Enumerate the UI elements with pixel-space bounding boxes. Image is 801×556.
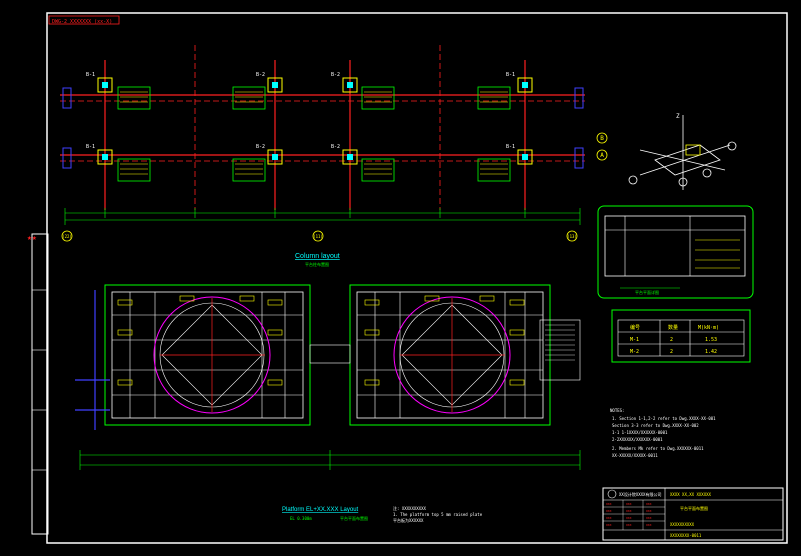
- svg-text:XXX: XXX: [626, 502, 632, 506]
- svg-text:XXX: XXX: [646, 516, 652, 520]
- project-name: XXXX XX,XX XXXXXX: [670, 492, 712, 497]
- note-line: 平台板为XXXXXX: [393, 517, 424, 523]
- column-mark: B-2: [331, 72, 340, 78]
- section-detail: 平台平面详图: [597, 205, 754, 299]
- corner-tag: DWG-2 XXXXXXX (xx-X): [52, 19, 112, 25]
- svg-text:XXX: XXX: [606, 516, 612, 520]
- axis-label-right: B: [600, 135, 604, 142]
- table-header: M(kN·m): [698, 325, 719, 331]
- column-layout-title: Column layout: [295, 253, 340, 260]
- column-mark: B-2: [256, 72, 265, 78]
- margin-mark: ★★: [27, 233, 37, 242]
- column-mark: B-1: [86, 144, 95, 150]
- column-mark: B-1: [506, 144, 515, 150]
- notes-block: NOTES: 1. Section 1-1,2-2 refer to Dwg.X…: [610, 408, 716, 458]
- column-mark: B-2: [331, 144, 340, 150]
- svg-text:XXX: XXX: [646, 509, 652, 513]
- column-layout-subtitle: 平台柱布置图: [305, 261, 329, 267]
- company-logo: [607, 489, 617, 499]
- column-plan: B-1 B-2 B-2 B-1 B-1 B-2 B-2 B-1 (2: [60, 45, 608, 242]
- svg-text:XXX: XXX: [626, 516, 632, 520]
- svg-text:XXX: XXX: [646, 502, 652, 506]
- note-line: 1-1 1-1XXXX/XXXXXX-0001: [612, 430, 668, 435]
- platform-plan: [75, 284, 581, 470]
- column-mark: B-1: [86, 72, 95, 78]
- outer-frame: [46, 12, 788, 544]
- z-axis-label: Z: [676, 113, 680, 120]
- note-line: 2-2XXXXXX/XXXXXX-0001: [612, 437, 663, 442]
- svg-text:XXX: XXX: [606, 502, 612, 506]
- svg-text:XXX: XXX: [626, 523, 632, 527]
- axis-label-bottom: (11): [313, 234, 323, 239]
- note-line: 注: XXXXXXXXXX: [393, 505, 426, 511]
- table-cell: M-1: [630, 337, 639, 343]
- platform-subtitle: 平台平面布置图: [340, 515, 368, 521]
- binding-margin: [31, 233, 49, 535]
- note-line: Section 3-3 refer to Dwg.XXXX-XX-002: [612, 423, 699, 428]
- note-line: 2. Members Mk refer to Dwg.XXXXXX-0011: [612, 446, 704, 451]
- table-header: 编号: [630, 324, 640, 331]
- center-notes: 注: XXXXXXXXXX 1. The platform top 5 mm r…: [393, 505, 483, 523]
- notes-heading: NOTES:: [610, 408, 624, 413]
- revision: XXXXXXXXXX: [670, 522, 695, 527]
- table-cell: 2: [670, 337, 673, 343]
- svg-text:XXX: XXX: [626, 509, 632, 513]
- corner-tag-box: [48, 15, 120, 25]
- platform-el: EL 0.300m: [290, 516, 312, 521]
- note-line: 1. Section 1-1,2-2 refer to Dwg.XXXX-XX-…: [612, 416, 716, 421]
- binding-margin-ticks: [32, 289, 48, 471]
- column-mark: B-1: [506, 72, 515, 78]
- table-cell: 1.53: [705, 337, 717, 343]
- platform-title: Platform EL+XX.XXX Layout: [282, 507, 359, 513]
- note-line: 1. The platform top 5 mm raised plate: [393, 512, 483, 517]
- table-cell: 2: [670, 349, 673, 355]
- axis-label-bottom: (13): [567, 234, 577, 239]
- table-cell: M-2: [630, 349, 639, 355]
- axis-label-right: A: [600, 152, 604, 159]
- axis-label-bottom: (22): [62, 234, 72, 239]
- title-block: XXXXXX XXXXXX XXXXXX XXXXXX XXXXXX XXXXX…: [602, 487, 784, 541]
- svg-text:XXX: XXX: [606, 523, 612, 527]
- axis-diagram: Z: [628, 113, 737, 190]
- table-header: 数量: [668, 324, 678, 331]
- table-cell: 1.42: [705, 349, 717, 355]
- note-line: XX-XXXXX/XXXXX-0011: [612, 453, 658, 458]
- company-name: XX设计院XXXX有限公司: [619, 491, 661, 497]
- detail-title: 平台平面详图: [635, 289, 659, 295]
- svg-text:XXX: XXX: [646, 523, 652, 527]
- svg-text:XXX: XXX: [606, 509, 612, 513]
- drawing-number: XXXXXXXX-0011: [670, 533, 702, 538]
- load-table: 编号 数量 M(kN·m) M-1 2 1.53 M-2 2 1.42: [611, 309, 751, 363]
- column-mark: B-2: [256, 144, 265, 150]
- drawing-subtitle: 平台平面布置图: [680, 505, 708, 511]
